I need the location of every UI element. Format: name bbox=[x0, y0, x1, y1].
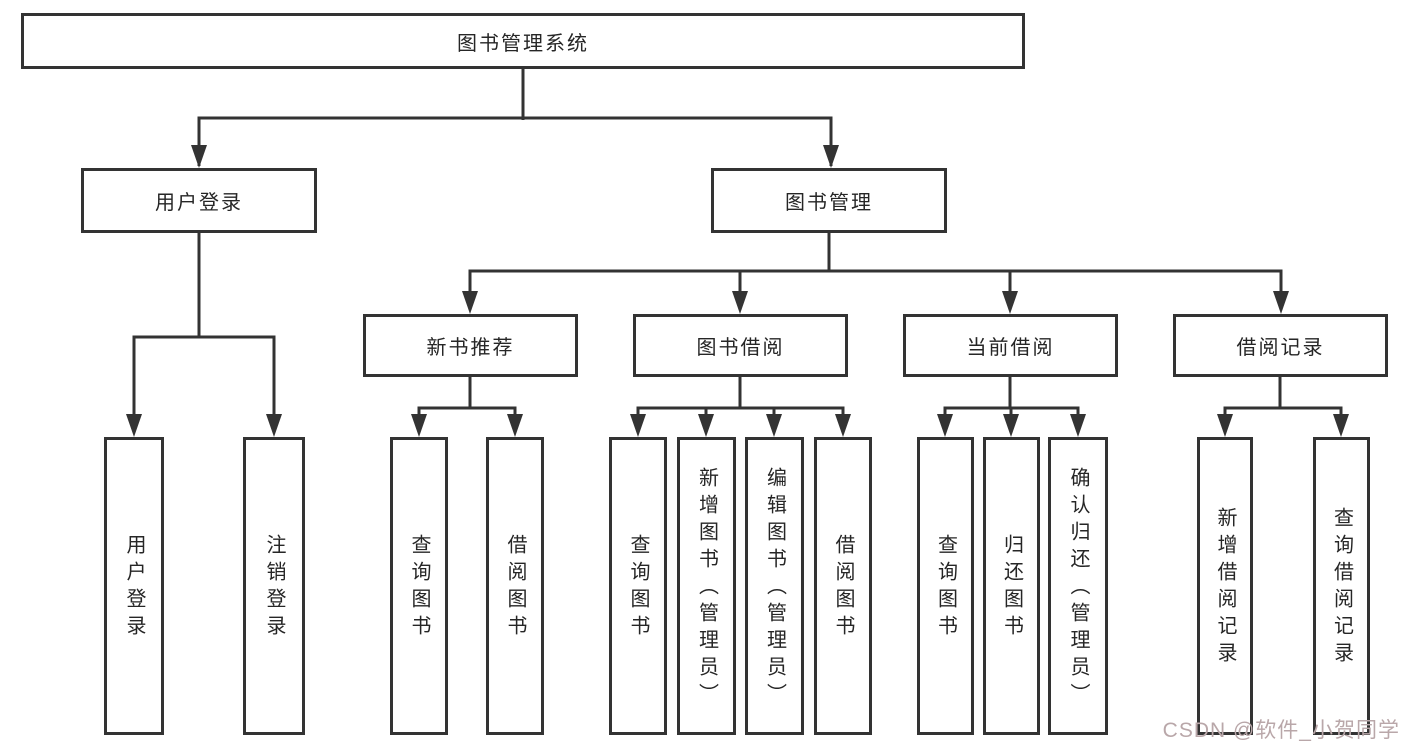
node-nb-query-books: 查询图书 bbox=[390, 437, 448, 735]
node-borrow-records: 借阅记录 bbox=[1173, 314, 1388, 377]
node-nb-borrow-books: 借阅图书 bbox=[486, 437, 544, 735]
node-cb-confirm-return-admin: 确认归还（管理员） bbox=[1048, 437, 1108, 735]
node-current-borrow: 当前借阅 bbox=[903, 314, 1118, 377]
node-bb-edit-books-admin: 编辑图书（管理员） bbox=[745, 437, 804, 735]
node-br-query-record: 查询借阅记录 bbox=[1313, 437, 1370, 735]
csdn-watermark: CSDN @软件_小贺同学 bbox=[1162, 719, 1400, 742]
node-bb-query-books: 查询图书 bbox=[609, 437, 667, 735]
node-login: 用户登录 bbox=[104, 437, 164, 735]
node-cb-return-books: 归还图书 bbox=[983, 437, 1040, 735]
node-br-add-record: 新增借阅记录 bbox=[1197, 437, 1253, 735]
node-book-borrow: 图书借阅 bbox=[633, 314, 848, 377]
node-logout: 注销登录 bbox=[243, 437, 305, 735]
node-book-management: 图书管理 bbox=[711, 168, 947, 233]
node-bb-borrow-books: 借阅图书 bbox=[814, 437, 872, 735]
node-new-book-recommend: 新书推荐 bbox=[363, 314, 578, 377]
node-library-management-system: 图书管理系统 bbox=[21, 13, 1025, 69]
node-cb-query-books: 查询图书 bbox=[917, 437, 974, 735]
node-bb-add-books-admin: 新增图书（管理员） bbox=[677, 437, 736, 735]
node-user-login: 用户登录 bbox=[81, 168, 317, 233]
